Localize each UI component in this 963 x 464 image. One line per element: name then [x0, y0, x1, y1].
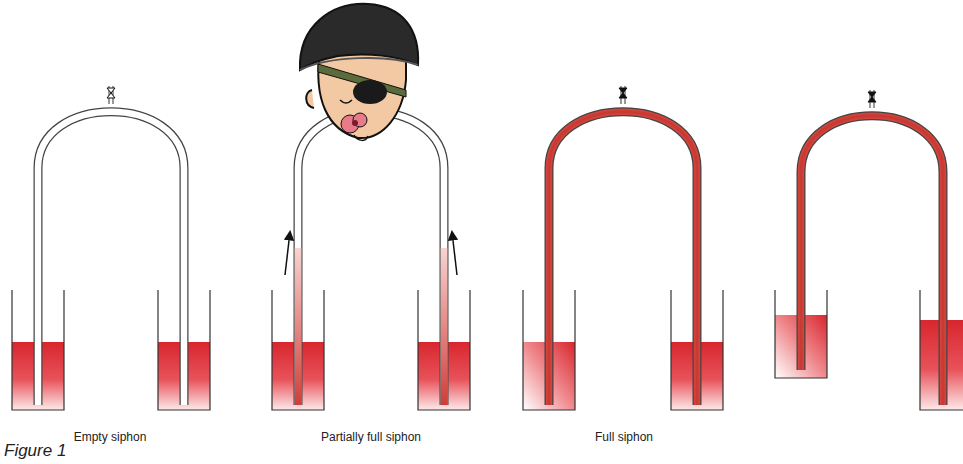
cartoon-head — [300, 4, 418, 141]
siphons — [12, 86, 963, 410]
tube — [801, 116, 943, 405]
siphon-label: Partially full siphon — [321, 430, 421, 444]
valve — [107, 88, 115, 98]
tube — [298, 112, 444, 405]
siphon-label: Full siphon — [595, 430, 653, 444]
flow-arrow — [285, 232, 290, 275]
siphon-label: Empty siphon — [74, 430, 147, 444]
flow-arrow — [452, 232, 457, 275]
tube — [549, 112, 697, 405]
figure-caption: Figure 1 — [4, 441, 66, 461]
valve — [619, 88, 627, 98]
valve — [868, 92, 876, 102]
tube — [38, 112, 184, 405]
